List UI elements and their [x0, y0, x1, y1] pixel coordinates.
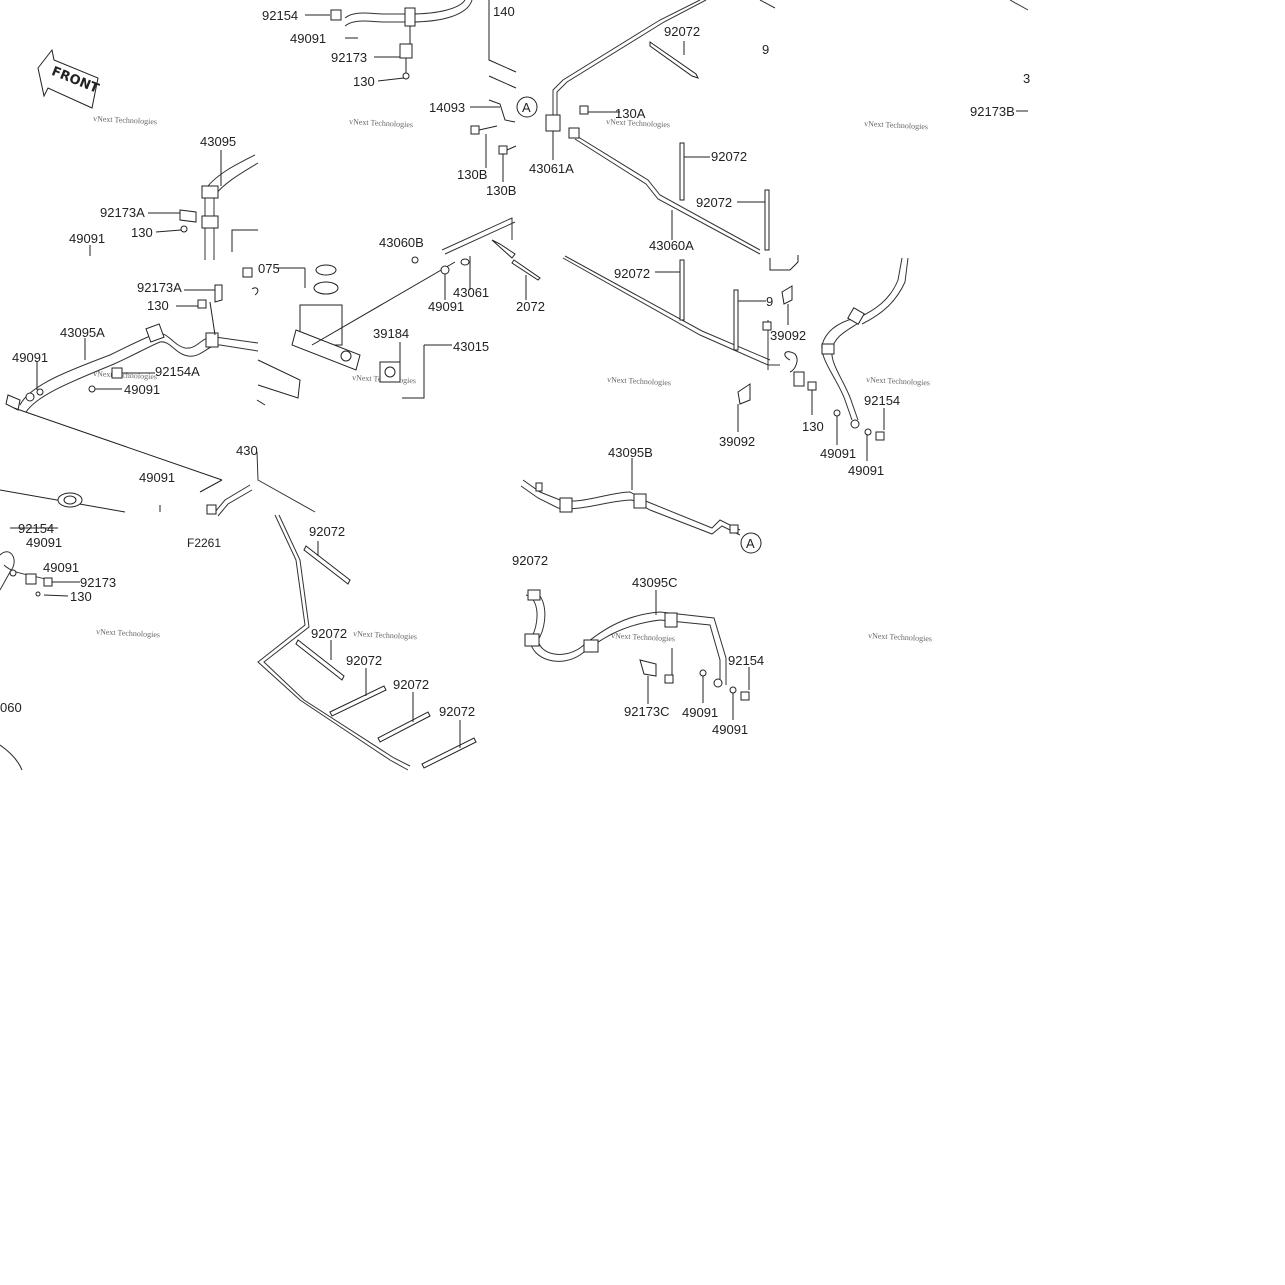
part-label: 92072	[311, 626, 347, 641]
hose-43095B-assembly	[520, 458, 741, 536]
hose-43095C-assembly	[524, 589, 750, 720]
part-label: 43095A	[60, 325, 105, 340]
part-label: 39092	[719, 434, 755, 449]
watermark: vNext Technologies	[868, 631, 932, 643]
master-cylinder-assembly	[242, 217, 541, 406]
part-label: 39092	[770, 328, 806, 343]
part-label: 92072	[664, 24, 700, 39]
part-label: 140	[493, 4, 515, 19]
part-label: 49091	[712, 722, 748, 737]
top-hose-assembly	[305, 0, 473, 82]
part-label: 060	[0, 700, 22, 715]
part-label: 130	[147, 298, 169, 313]
part-label: 92173A	[100, 205, 145, 220]
part-label: 43061	[453, 285, 489, 300]
part-label: 92173	[331, 50, 367, 65]
part-label: 130	[802, 419, 824, 434]
part-label: 92173B	[970, 104, 1015, 119]
hose-43095-assembly	[89, 150, 259, 260]
watermark: vNext Technologies	[96, 627, 160, 639]
part-label: 49091	[12, 350, 48, 365]
part-label: 92072	[439, 704, 475, 719]
part-label: 92072	[614, 266, 650, 281]
watermark: vNext Technologies	[607, 375, 671, 387]
reference-a-marker	[740, 532, 762, 554]
part-label: 92154	[18, 521, 54, 536]
brake-line-lower	[257, 514, 477, 771]
brake-line-top	[545, 0, 1029, 255]
part-label: 43095C	[632, 575, 678, 590]
part-label: 92072	[393, 677, 429, 692]
part-label: 9	[762, 42, 769, 57]
part-label: 49091	[69, 231, 105, 246]
part-label: 92154	[864, 393, 900, 408]
part-label: 92072	[346, 653, 382, 668]
part-label: 43060B	[379, 235, 424, 250]
part-label: F2261	[187, 536, 221, 550]
part-label: 49091	[124, 382, 160, 397]
part-label: 49091	[290, 31, 326, 46]
watermark: vNext Technologies	[866, 375, 930, 387]
watermark: vNext Technologies	[93, 114, 157, 126]
part-label: 49091	[43, 560, 79, 575]
part-label: 130	[353, 74, 375, 89]
reference-a-label: A	[522, 100, 531, 115]
part-label: 49091	[682, 705, 718, 720]
part-label: 14093	[429, 100, 465, 115]
part-label: 130	[131, 225, 153, 240]
part-label: 130A	[615, 106, 646, 121]
part-label: 130B	[457, 167, 487, 182]
watermark: vNext Technologies	[353, 629, 417, 641]
watermark: vNext Technologies	[93, 369, 157, 381]
part-label: 2072	[516, 299, 545, 314]
part-label: 9	[766, 294, 773, 309]
part-label: 49091	[820, 446, 856, 461]
part-label: 92173C	[624, 704, 670, 719]
part-label: 130	[70, 589, 92, 604]
part-label: 92072	[711, 149, 747, 164]
part-label: 92154	[728, 653, 764, 668]
watermark: vNext Technologies	[864, 119, 928, 131]
part-label: 075	[258, 261, 280, 276]
part-label: 39184	[373, 326, 409, 341]
hose-43095A-assembly	[5, 284, 259, 493]
part-label: 92173	[80, 575, 116, 590]
part-label: 43095	[200, 134, 236, 149]
watermark: vNext Technologies	[606, 117, 670, 129]
bracket-panel	[470, 0, 517, 182]
part-label: 430	[236, 443, 258, 458]
part-label: 43060A	[649, 238, 694, 253]
part-label: 130B	[486, 183, 516, 198]
front-arrow-icon: FRONT	[37, 48, 101, 109]
reference-a-marker	[516, 96, 538, 118]
watermark: vNext Technologies	[349, 117, 413, 129]
part-label: 49091	[26, 535, 62, 550]
part-label: 92154A	[155, 364, 200, 379]
part-label: 92173A	[137, 280, 182, 295]
reference-a-label: A	[746, 536, 755, 551]
part-label: 92154	[262, 8, 298, 23]
part-label: 49091	[848, 463, 884, 478]
part-label: 49091	[428, 299, 464, 314]
reservoir-assembly	[0, 451, 316, 771]
part-label: 92072	[309, 524, 345, 539]
part-label: 49091	[139, 470, 175, 485]
part-label: 43095B	[608, 445, 653, 460]
part-label: 92072	[696, 195, 732, 210]
brake-line-right	[562, 255, 909, 461]
part-label: 3	[1023, 71, 1030, 86]
part-label: 43061A	[529, 161, 574, 176]
part-label: 43015	[453, 339, 489, 354]
part-label: 92072	[512, 553, 548, 568]
watermark: vNext Technologies	[611, 631, 675, 643]
